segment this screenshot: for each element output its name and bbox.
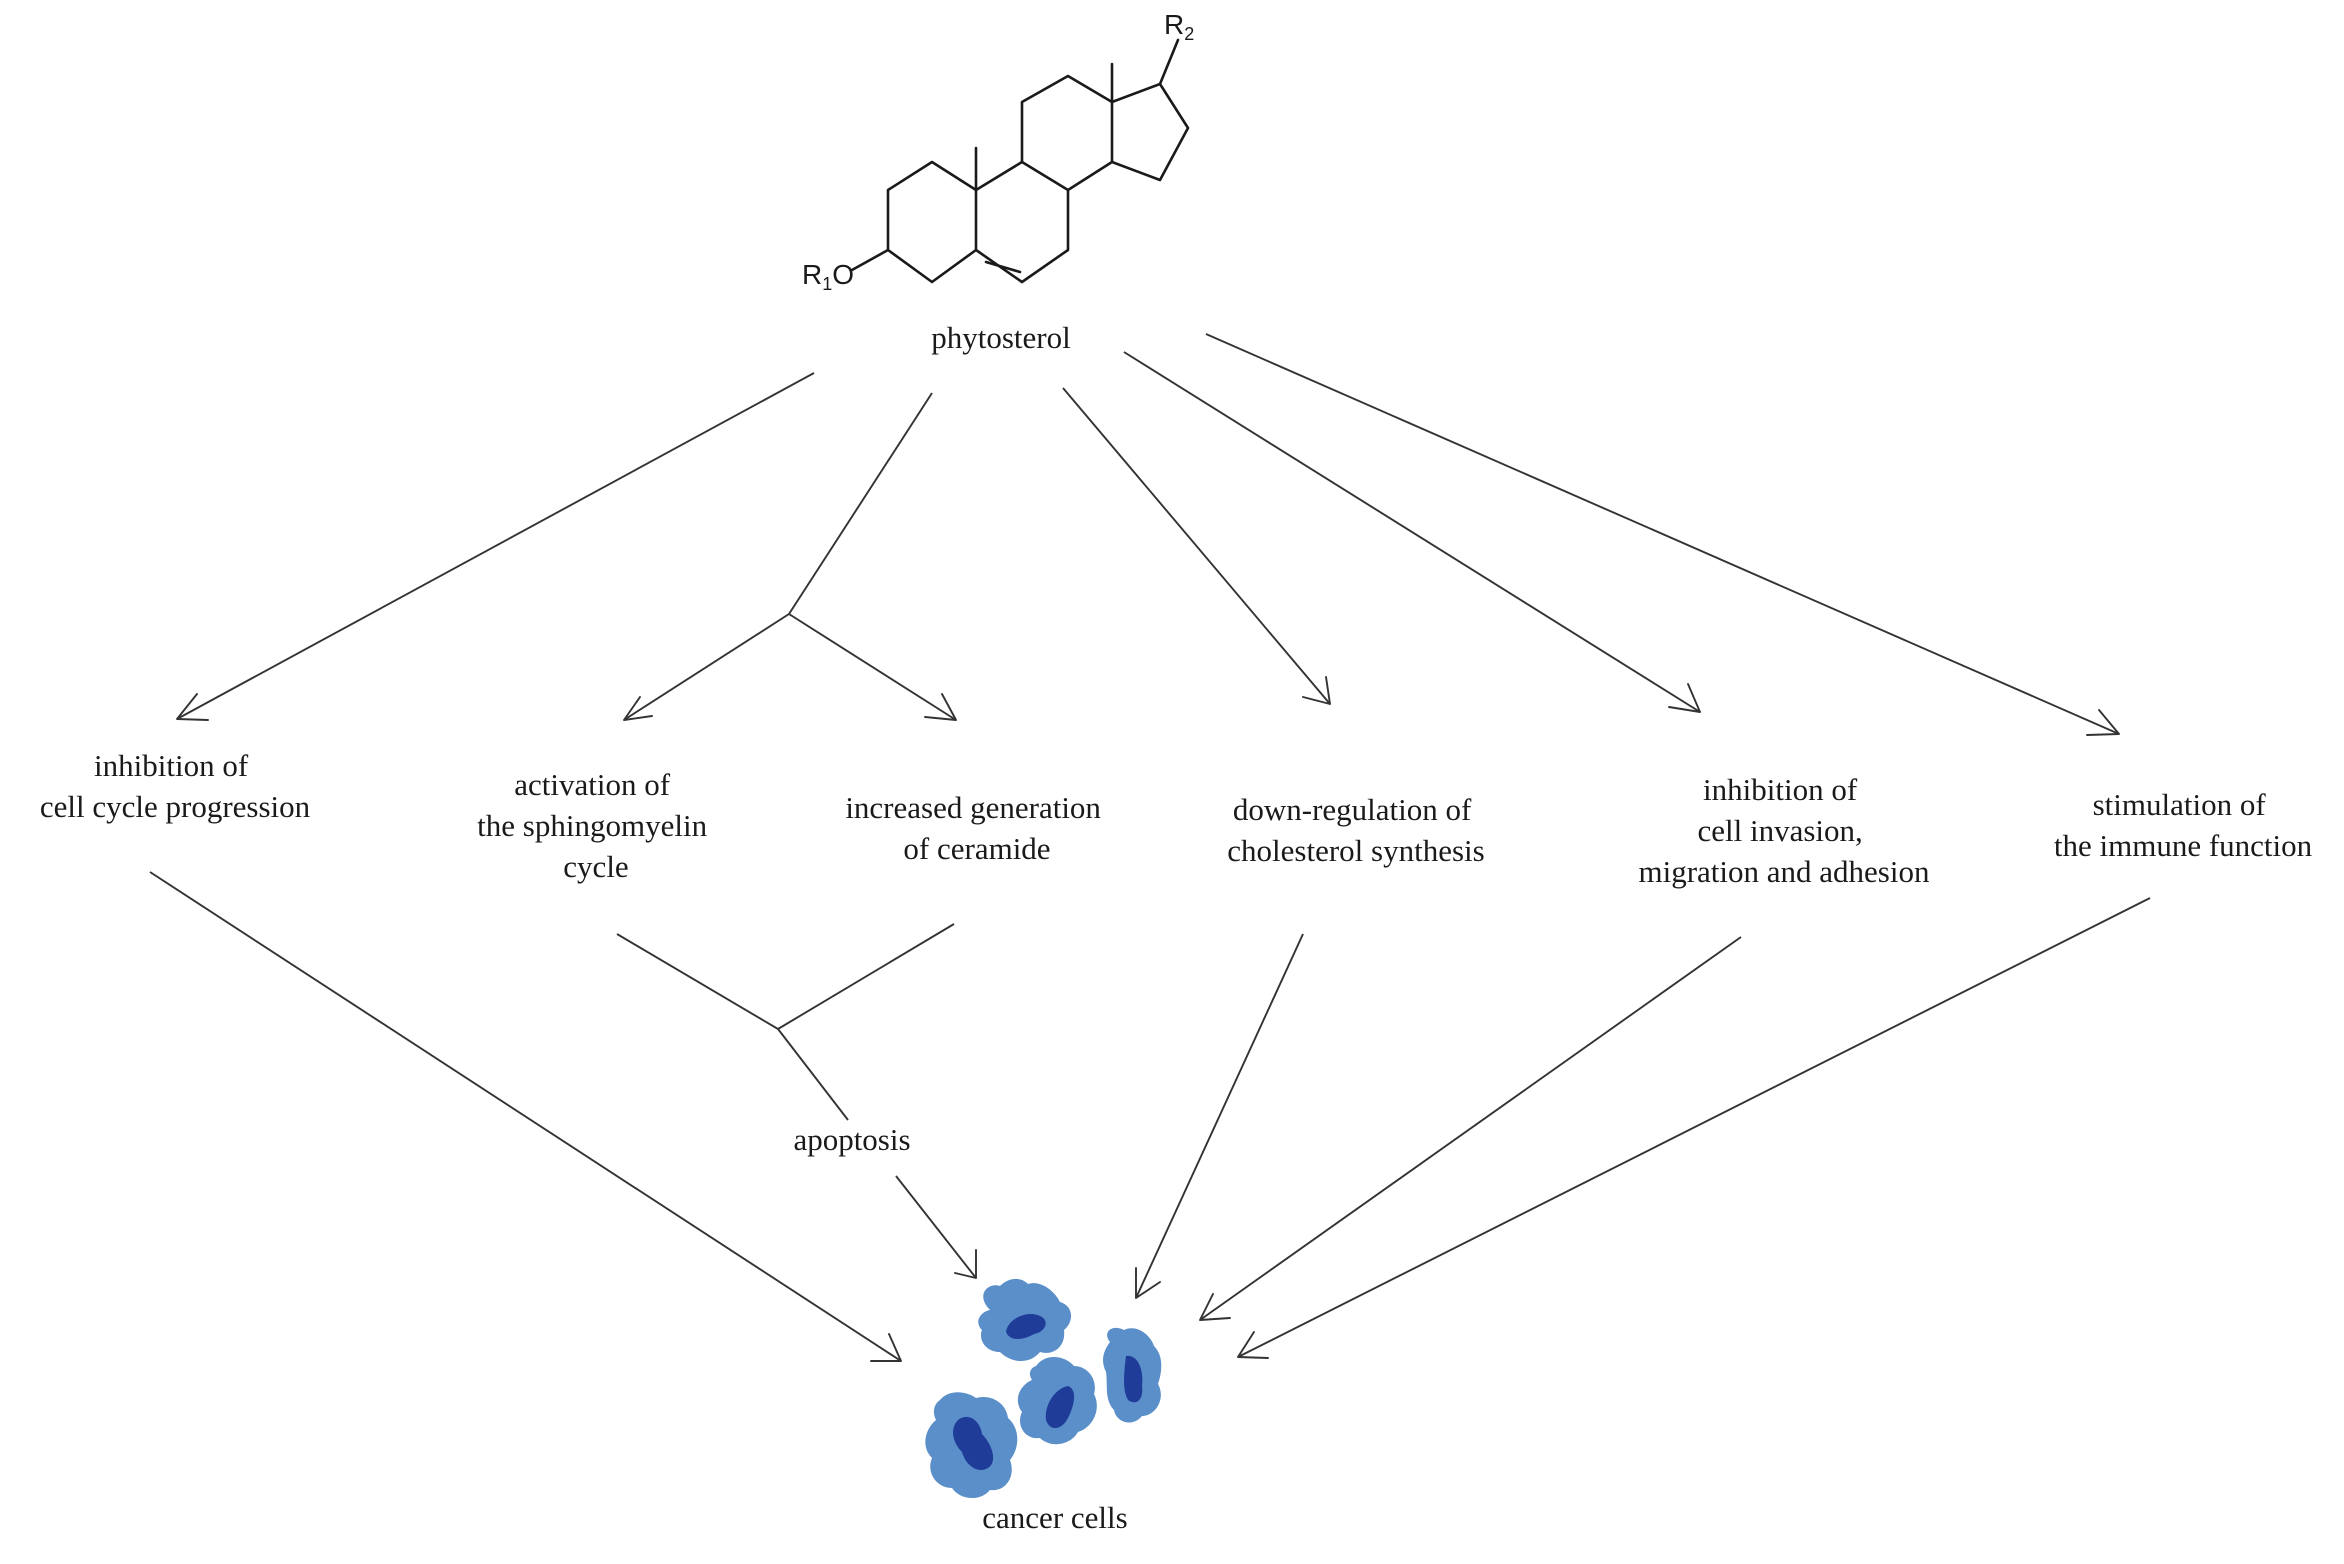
cancer-cell-1 bbox=[978, 1278, 1072, 1362]
edge-branch-ceramide bbox=[788, 613, 957, 721]
effect-cell-cycle: inhibition of cell cycle progression bbox=[40, 748, 311, 824]
arrowhead-sphingomyelin bbox=[623, 696, 653, 721]
edge-to-branch-top bbox=[788, 392, 933, 615]
effect-ceramide: increased generation of ceramide bbox=[845, 790, 1108, 866]
phytosterol-label: phytosterol bbox=[931, 320, 1071, 355]
cancer-cells-label: cancer cells bbox=[982, 1500, 1127, 1535]
edge-immune-to-cells bbox=[1237, 897, 2151, 1358]
edge-to-cholesterol bbox=[1062, 387, 1331, 705]
effect-sphingomyelin: activation of the sphingomyelin cycle bbox=[477, 767, 715, 884]
cancer-cell-2 bbox=[1103, 1327, 1162, 1423]
top-edges bbox=[176, 333, 2120, 736]
apoptosis-label: apoptosis bbox=[793, 1122, 910, 1157]
edge-ceramide-to-merge bbox=[777, 923, 955, 1030]
bottom-edges bbox=[149, 871, 2151, 1362]
edge-to-immune bbox=[1205, 333, 2120, 735]
arrowhead-cells-5 bbox=[1237, 1331, 1269, 1359]
ring-b bbox=[974, 160, 1070, 284]
r2-label: R2 bbox=[1164, 9, 1194, 44]
cancer-cell-4 bbox=[925, 1392, 1018, 1499]
cancer-cells-illustration bbox=[925, 1278, 1162, 1499]
arrowhead-cholesterol bbox=[1302, 676, 1331, 705]
arrowhead-cells-1 bbox=[870, 1333, 902, 1362]
effect-invasion: inhibition of cell invasion, migration a… bbox=[1639, 772, 1930, 889]
effect-labels: inhibition of cell cycle progression act… bbox=[40, 748, 2313, 889]
cancer-cell-3 bbox=[1017, 1356, 1097, 1445]
edge-to-invasion bbox=[1123, 351, 1701, 713]
r1o-label: R1O bbox=[802, 259, 854, 294]
ring-c bbox=[1020, 74, 1114, 192]
ring-d bbox=[1110, 82, 1190, 182]
edge-sphingomyelin-to-merge bbox=[616, 933, 779, 1030]
arrowhead-cell-cycle bbox=[176, 693, 209, 721]
ring-a bbox=[886, 160, 978, 284]
effect-cholesterol: down-regulation of cholesterol synthesis bbox=[1227, 792, 1484, 868]
r1o-bond bbox=[850, 248, 890, 272]
arrowhead-cells-2 bbox=[954, 1249, 977, 1279]
edge-branch-sphingomyelin bbox=[623, 613, 790, 721]
effect-immune: stimulation of the immune function bbox=[2054, 787, 2313, 863]
double-bond bbox=[984, 260, 1022, 274]
arrowhead-immune bbox=[2086, 709, 2120, 736]
edge-invasion-to-cells bbox=[1199, 936, 1742, 1321]
edge-cholesterol-to-cells bbox=[1135, 933, 1304, 1299]
arrowhead-ceramide bbox=[924, 693, 957, 721]
r2-bond bbox=[1158, 38, 1180, 86]
edge-apoptosis-to-cells bbox=[895, 1175, 977, 1279]
phytosterol-structure: R1O R2 bbox=[802, 9, 1194, 294]
edge-cell-cycle-to-cells bbox=[149, 871, 902, 1362]
arrowhead-cells-4 bbox=[1199, 1293, 1231, 1321]
edge-to-cell-cycle bbox=[176, 372, 815, 720]
arrowhead-invasion bbox=[1668, 683, 1701, 713]
arrowhead-cells-3 bbox=[1135, 1267, 1161, 1299]
edge-merge-to-apoptosis bbox=[777, 1028, 849, 1121]
